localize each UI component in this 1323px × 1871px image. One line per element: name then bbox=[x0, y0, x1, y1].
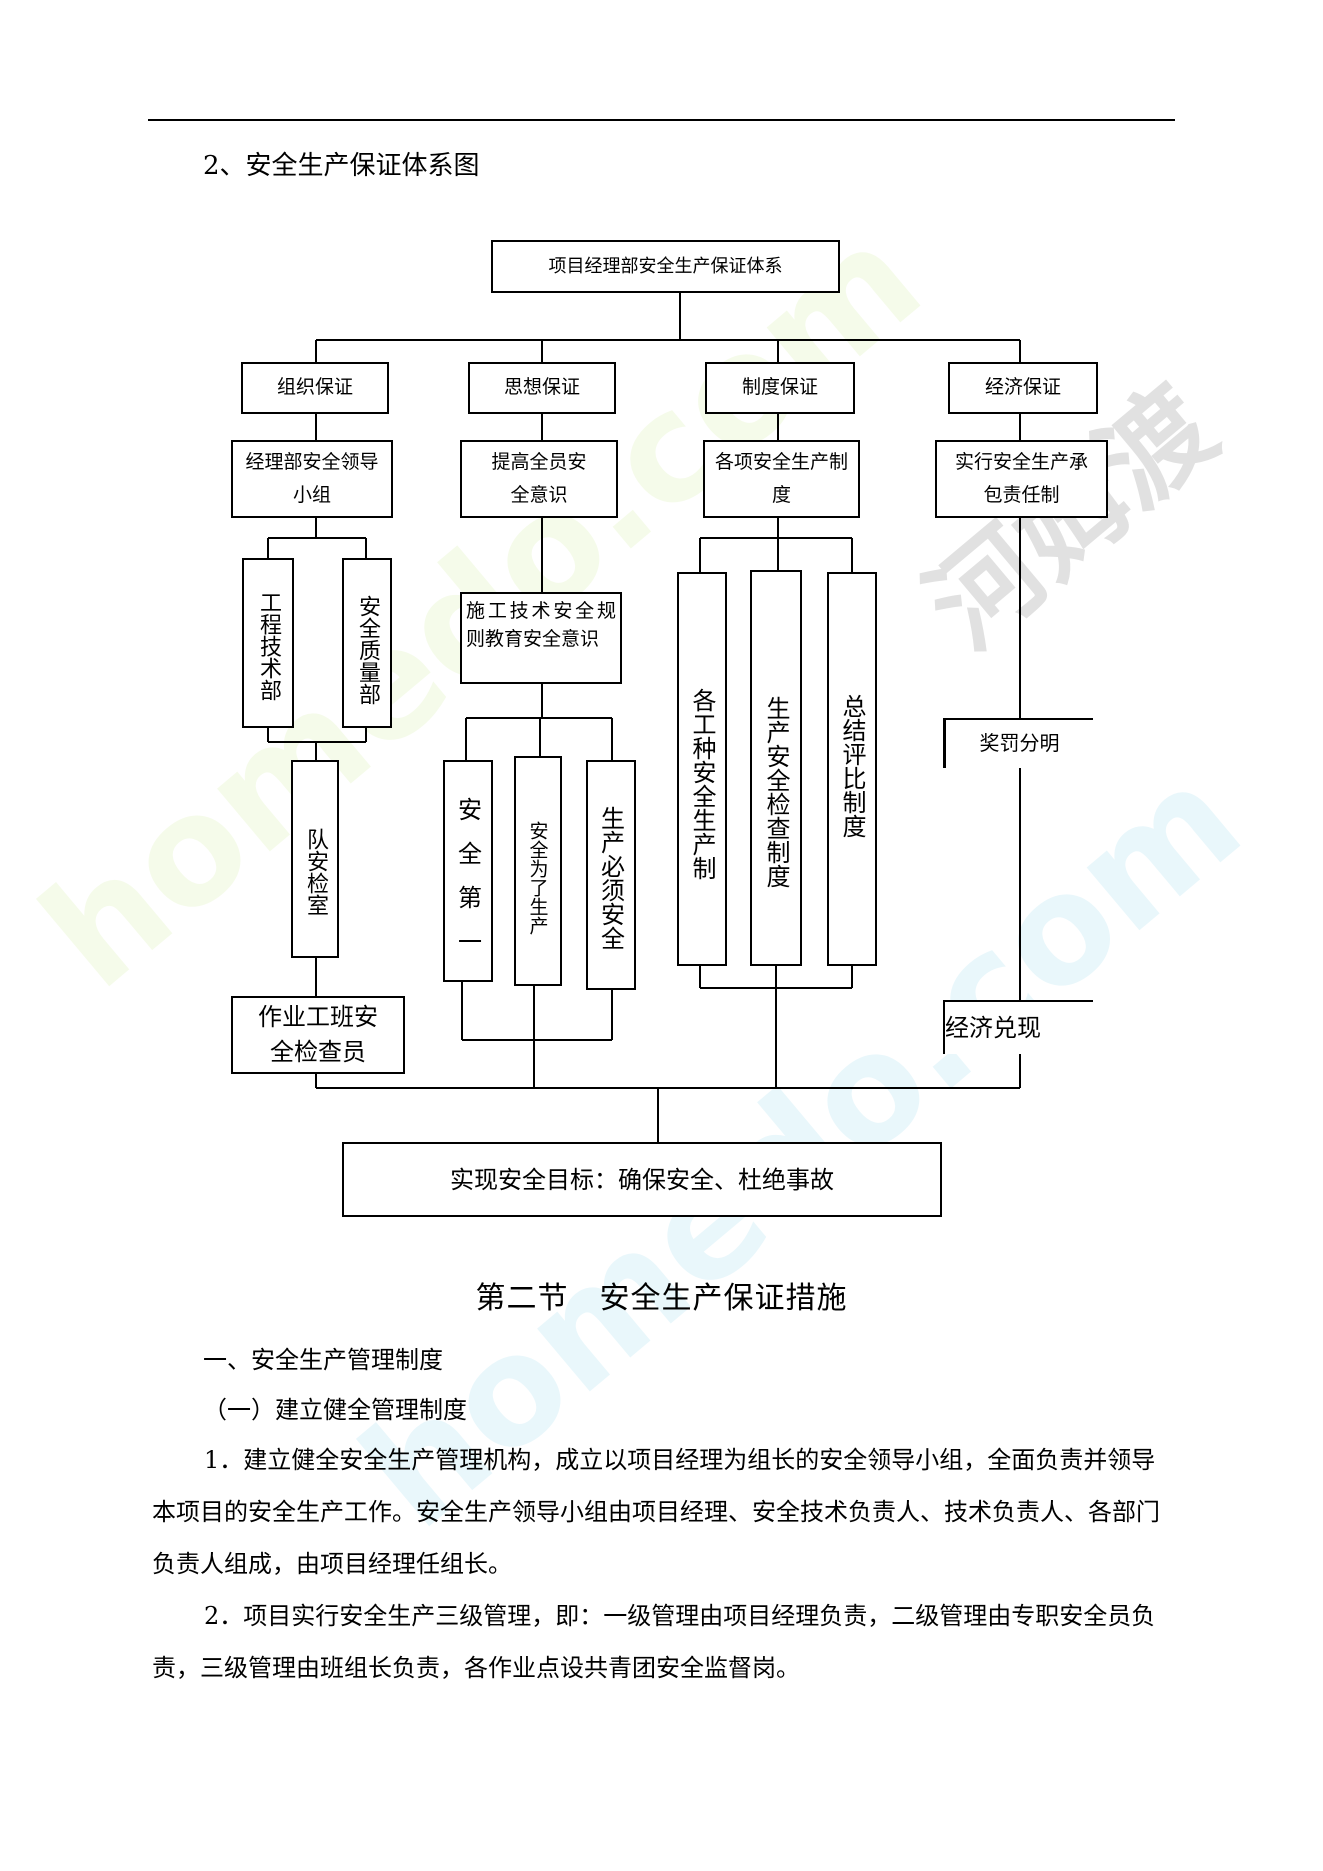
motto-safety-for-production: 安全为了生产 bbox=[514, 756, 562, 986]
summary-evaluation-rules: 总结评比制度 bbox=[827, 572, 877, 966]
work-team-inspector: 作业工班安全检查员 bbox=[231, 996, 405, 1074]
sub-safety-awareness: 提高全员安全意识 bbox=[460, 440, 618, 518]
team-safety-office: 队安检室 bbox=[291, 760, 339, 958]
sub-contract-responsibility: 实行安全生产承包责任制 bbox=[935, 440, 1108, 518]
goal-box: 实现安全目标：确保安全、杜绝事故 bbox=[342, 1142, 942, 1217]
subheading-establish-rules: （一）建立健全管理制度 bbox=[203, 1396, 467, 1424]
branch-title-organization: 组织保证 bbox=[241, 362, 389, 414]
paragraph-1: 1．建立健全安全生产管理机构，成立以项目经理为组长的安全领导小组，全面负责并领导… bbox=[152, 1446, 1160, 1578]
paragraph-2: 2．项目实行安全生产三级管理，即：一级管理由项目经理负责，二级管理由专职安全员负… bbox=[152, 1602, 1156, 1682]
subheading-management-system: 一、安全生产管理制度 bbox=[203, 1346, 443, 1374]
dept-safety-quality: 安全质量部 bbox=[342, 558, 392, 728]
branch-title-system: 制度保证 bbox=[705, 362, 855, 414]
reward-punishment: 奖罚分明 bbox=[943, 718, 1093, 768]
sub-leadership-group: 经理部安全领导小组 bbox=[231, 440, 393, 518]
header-rule bbox=[148, 119, 1175, 121]
branch-title-economy: 经济保证 bbox=[948, 362, 1098, 414]
branch-title-ideology: 思想保证 bbox=[468, 362, 616, 414]
motto-production-must-be-safe: 生产必须安全 bbox=[586, 760, 636, 990]
trade-safety-rules: 各工种安全生产制 bbox=[677, 572, 727, 966]
root-box: 项目经理部安全生产保证体系 bbox=[491, 240, 840, 293]
construction-safety-education: 施工技术安全规则教育安全意识 bbox=[460, 592, 622, 684]
safety-inspection-rules: 生产安全检查制度 bbox=[750, 570, 802, 966]
dept-engineering: 工程技术部 bbox=[242, 558, 294, 728]
economic-fulfillment: 经济兑现 bbox=[943, 1000, 1093, 1054]
sub-safety-rules: 各项安全生产制度 bbox=[703, 440, 860, 518]
diagram-heading: 2、安全生产保证体系图 bbox=[203, 151, 480, 181]
motto-safety-first: 安全第一 bbox=[443, 760, 493, 982]
section-title: 第二节 安全生产保证措施 bbox=[475, 1281, 848, 1316]
